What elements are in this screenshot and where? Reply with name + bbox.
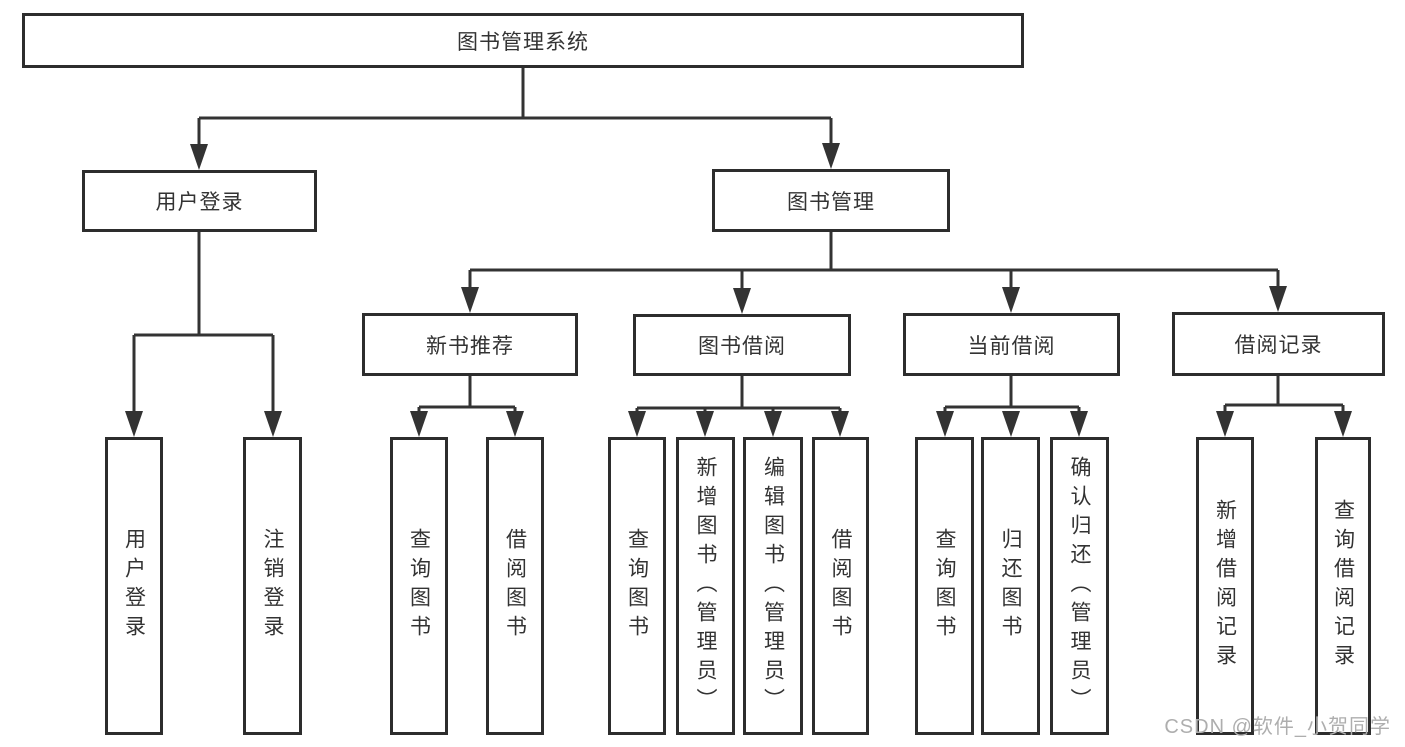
leaf-add-borrow-record-label: 新增借阅记录 (1213, 499, 1237, 673)
node-root-label: 图书管理系统 (457, 30, 589, 54)
leaf-query-books-recommend-label: 查询图书 (407, 528, 431, 644)
leaf-edit-books-admin-label: 编辑图书（管理员） (761, 455, 785, 717)
watermark: CSDN @软件_小贺同学 (1164, 716, 1391, 738)
leaf-logout-login-label: 注销登录 (261, 528, 284, 644)
node-book-management-label: 图书管理 (787, 190, 875, 214)
node-root-system: 图书管理系统 (22, 13, 1024, 68)
leaf-confirm-return-admin: 确认归还（管理员） (1050, 437, 1109, 735)
leaf-query-borrow-record-label: 查询借阅记录 (1331, 499, 1355, 673)
node-book-borrow-label: 图书借阅 (698, 335, 786, 358)
leaf-query-books-borrow-label: 查询图书 (625, 528, 649, 644)
leaf-borrow-books-label: 借阅图书 (829, 528, 852, 644)
leaf-borrow-books-recommend: 借阅图书 (486, 437, 544, 735)
leaf-borrow-books-recommend-label: 借阅图书 (503, 528, 527, 644)
node-borrow-records-label: 借阅记录 (1234, 334, 1323, 357)
node-current-borrow-label: 当前借阅 (967, 334, 1056, 358)
leaf-query-books-borrow: 查询图书 (608, 437, 666, 735)
leaf-query-books-current: 查询图书 (915, 437, 974, 735)
node-new-book-recommend-label: 新书推荐 (426, 334, 514, 358)
leaf-user-login-label: 用户登录 (122, 528, 146, 644)
leaf-return-books: 归还图书 (981, 437, 1040, 735)
leaf-user-login: 用户登录 (105, 437, 163, 735)
leaf-confirm-return-admin-label: 确认归还（管理员） (1068, 455, 1091, 717)
leaf-query-books-current-label: 查询图书 (933, 528, 956, 644)
leaf-query-borrow-record: 查询借阅记录 (1315, 437, 1371, 735)
node-current-borrow: 当前借阅 (903, 313, 1120, 376)
leaf-return-books-label: 归还图书 (999, 528, 1022, 644)
node-borrow-records: 借阅记录 (1172, 312, 1385, 376)
node-user-login: 用户登录 (82, 170, 317, 232)
node-book-borrow: 图书借阅 (633, 314, 851, 376)
arrowheads (125, 143, 1352, 437)
leaf-edit-books-admin: 编辑图书（管理员） (743, 437, 803, 735)
leaf-logout-login: 注销登录 (243, 437, 302, 735)
node-user-login-label: 用户登录 (155, 191, 244, 214)
leaf-add-books-admin-label: 新增图书（管理员） (694, 455, 717, 717)
leaf-add-borrow-record: 新增借阅记录 (1196, 437, 1254, 735)
node-new-book-recommend: 新书推荐 (362, 313, 578, 376)
leaf-add-books-admin: 新增图书（管理员） (676, 437, 735, 735)
leaf-query-books-recommend: 查询图书 (390, 437, 448, 735)
leaf-borrow-books: 借阅图书 (812, 437, 869, 735)
node-book-management: 图书管理 (712, 169, 950, 232)
